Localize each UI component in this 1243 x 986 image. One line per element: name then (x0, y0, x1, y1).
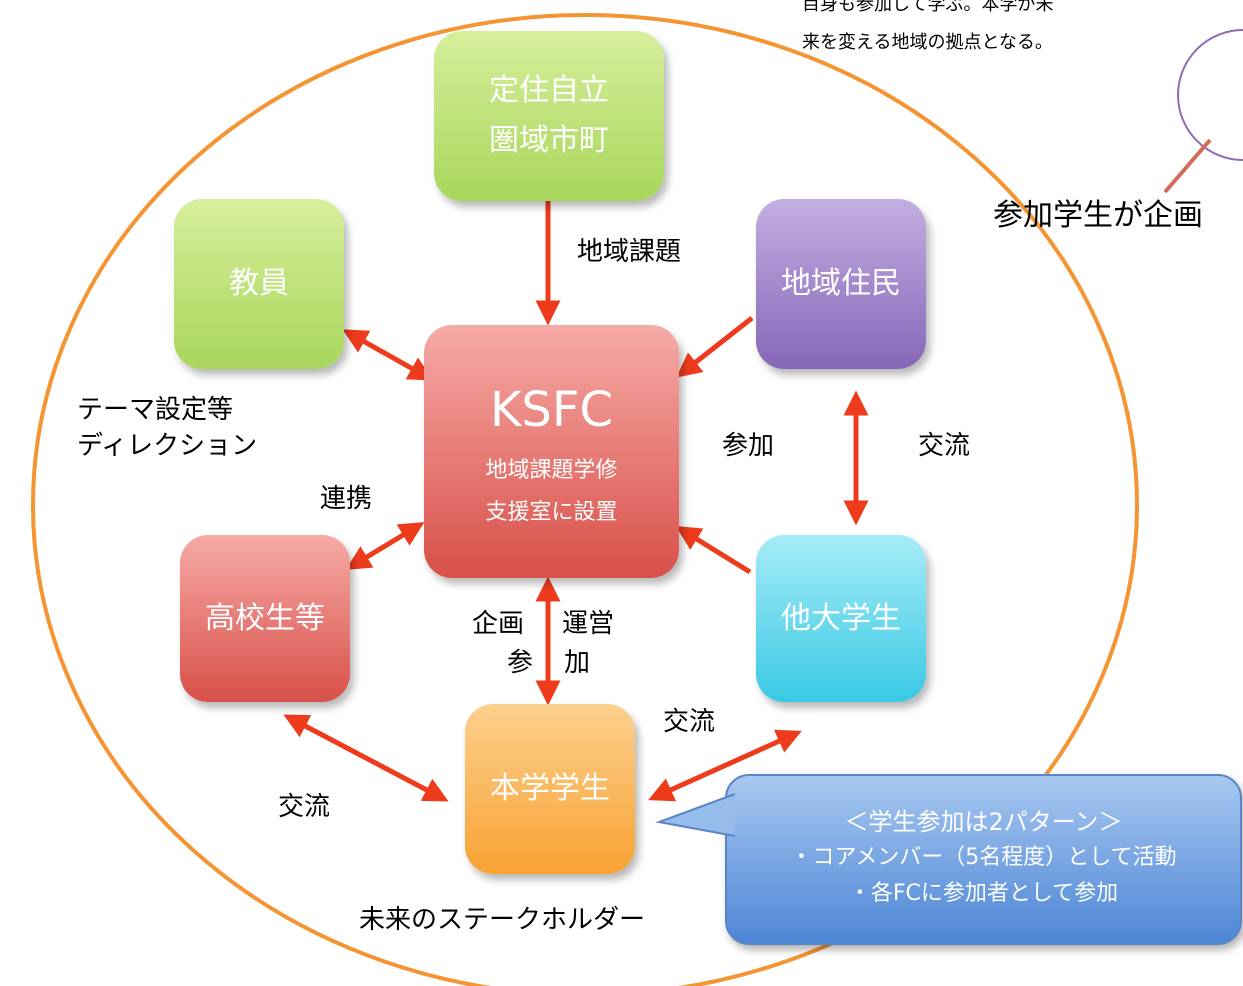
label-theme-1: テーマ設定等 (77, 395, 234, 425)
box-tadai-gakusei-label: 他大学生 (781, 600, 901, 636)
student-participation-callout: ＜学生参加は2パターン＞ ・コアメンバー（5名程度）として活動 ・各FCに参加者… (725, 774, 1242, 945)
label-sanka: 参加 (722, 431, 775, 461)
top-note-line2: 来を変える地域の拠点となる。 (802, 32, 1053, 53)
box-chiiki-jumin-label: 地域住民 (781, 266, 901, 301)
label-theme-2: ディレクション (77, 431, 258, 461)
top-note-line1: 目身も参加して学ぶ。本学が未 (802, 0, 1054, 15)
arrow-kyoin-ksfc (342, 329, 434, 381)
box-teiju-line2: 圏域市町 (489, 123, 609, 158)
callout-item-2: ・各FCに参加者として参加 (848, 881, 1119, 906)
callout-pointer (655, 793, 735, 837)
callout-title: ＜学生参加は2パターン＞ (844, 808, 1123, 836)
ksfc-title: KSFC (489, 381, 614, 438)
label-koryu-bottom-right: 交流 (663, 707, 716, 737)
stakeholder-circle (31, 13, 1139, 986)
ksfc-line1: 地域課題学修 (485, 457, 618, 483)
arrow-koukou-honggaku (283, 714, 449, 802)
box-ksfc: KSFC 地域課題学修 支援室に設置 (424, 325, 679, 578)
magnifier-icon (1163, 29, 1243, 194)
ksfc-line2: 支援室に設置 (485, 499, 618, 525)
label-stakeholder: 未来のステークホルダー (359, 905, 646, 935)
box-tadai-gakusei: 他大学生 (756, 535, 926, 702)
box-chiiki-jumin: 地域住民 (756, 199, 926, 369)
label-kikaku: 企画 (472, 609, 525, 639)
label-renkei: 連携 (320, 484, 373, 514)
arrow-koukou-ksfc (345, 522, 425, 570)
box-honggaku-label: 本学学生 (490, 771, 610, 806)
callout-item-1: ・コアメンバー（5名程度）として活動 (790, 845, 1177, 870)
label-koryu-right: 交流 (918, 431, 971, 461)
box-kyoin: 教員 (174, 199, 344, 369)
arrow-honggaku-tadai (648, 729, 802, 802)
label-chiiki-kadai: 地域課題 (577, 237, 682, 267)
box-koukousei-label: 高校生等 (205, 600, 325, 636)
box-kyoin-label: 教員 (229, 266, 289, 301)
box-honggaku-gakusei: 本学学生 (465, 704, 635, 874)
box-koukousei: 高校生等 (180, 535, 350, 702)
arrow-tadai-ksfc (675, 526, 752, 575)
label-san: 参 (507, 648, 534, 678)
box-teiju-line1: 定住自立 (489, 73, 609, 108)
label-koryu-bottom-left: 交流 (278, 792, 331, 822)
label-unei: 運営 (562, 609, 615, 639)
arrow-jumin-ksfc (676, 316, 754, 378)
label-ka: 加 (564, 648, 591, 678)
box-teiju-jiritsu: 定住自立 圏域市町 (434, 31, 664, 201)
right-heading: 参加学生が企画 (993, 198, 1203, 233)
